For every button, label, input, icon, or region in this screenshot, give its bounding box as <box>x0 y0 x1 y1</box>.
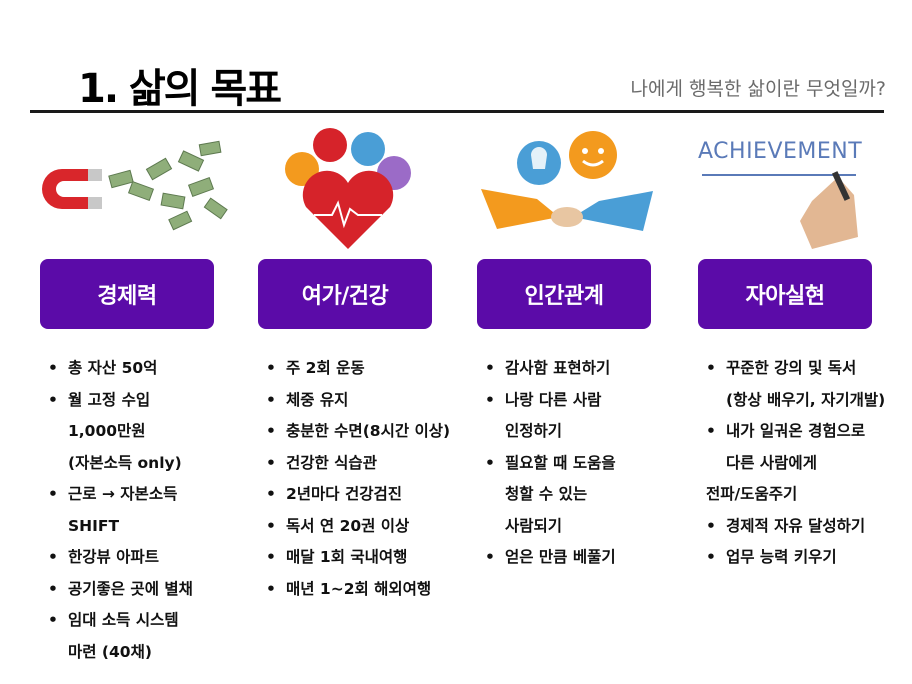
page-title: 1. 삶의 목표 <box>78 66 282 112</box>
list-item: 1,000만원 <box>68 422 146 440</box>
list-item: 체중 유지 <box>266 385 481 417</box>
list-item: 얻은 만큼 베풀기 <box>485 542 700 574</box>
economy-list: 총 자산 50억월 고정 수입 1,000만원 (자본소득 only) 근로 → 자본… <box>48 353 263 668</box>
list-item: 내가 일궈온 경험으로 <box>706 416 912 448</box>
list-item: 업무 능력 키우기 <box>706 542 912 574</box>
column-self-actualization: ACHIEVEMENT 자아실현 꾸준한 강의 및 독서(항상 배우기, 자기개… <box>688 125 898 573</box>
money-magnet-illustration <box>30 125 230 253</box>
health-heart-illustration <box>248 125 448 253</box>
list-item: 마련 (40채) <box>68 642 152 661</box>
list-item: 전파/도움주기 <box>706 485 798 503</box>
list-item: 나랑 다른 사람 <box>485 385 700 417</box>
list-item: 꾸준한 강의 및 독서 <box>706 353 912 385</box>
achievement-word: ACHIEVEMENT <box>698 139 863 164</box>
column-leisure-health: 여가/건강 주 2회 운동체중 유지충분한 수면(8시간 이상)건강한 식습관2… <box>248 125 458 605</box>
list-item: 임대 소득 시스템 <box>48 605 263 637</box>
list-item: 매년 1~2회 해외여행 <box>266 574 481 606</box>
category-self-actualization: 자아실현 <box>698 259 872 329</box>
list-item: 공기좋은 곳에 별채 <box>48 574 263 606</box>
category-leisure-health: 여가/건강 <box>258 259 432 329</box>
list-item: 근로 → 자본소득 <box>48 479 263 511</box>
list-item: 2년마다 건강검진 <box>266 479 481 511</box>
list-item: SHIFT <box>68 516 120 535</box>
list-item: (자본소득 only) <box>68 453 182 472</box>
handshake-icon <box>481 131 653 231</box>
list-item: 충분한 수면(8시간 이상) <box>266 416 481 448</box>
list-item: (항상 배우기, 자기개발) <box>726 390 886 409</box>
list-item: 월 고정 수입 <box>48 385 263 417</box>
list-item: 주 2회 운동 <box>266 353 481 385</box>
page-subtitle: 나에게 행복한 삶이란 무엇일까? <box>630 78 886 100</box>
list-item: 감사함 표현하기 <box>485 353 700 385</box>
list-item: 한강뷰 아파트 <box>48 542 263 574</box>
list-item: 매달 1회 국내여행 <box>266 542 481 574</box>
list-item: 인정하기 <box>505 422 563 440</box>
category-economy: 경제력 <box>40 259 214 329</box>
category-relationships: 인간관계 <box>477 259 651 329</box>
list-item: 독서 연 20권 이상 <box>266 511 481 543</box>
list-item: 사람되기 <box>505 516 563 535</box>
handshake-illustration <box>467 125 667 253</box>
column-economy: 경제력 총 자산 50억월 고정 수입1,000만원(자본소득 only)근로 … <box>30 125 240 661</box>
leisure-health-list: 주 2회 운동체중 유지충분한 수면(8시간 이상)건강한 식습관2년마다 건강… <box>266 353 481 605</box>
achievement-illustration: ACHIEVEMENT <box>688 125 888 253</box>
list-item: 경제적 자유 달성하기 <box>706 511 912 543</box>
list-item: 필요할 때 도움을 <box>485 448 700 480</box>
list-item: 다른 사람에게 <box>726 453 817 472</box>
magnet-money-icon <box>42 140 228 231</box>
title-divider <box>30 110 884 113</box>
writing-hand-icon <box>702 171 858 249</box>
list-item: 건강한 식습관 <box>266 448 481 480</box>
list-item: 청할 수 있는 <box>505 485 588 503</box>
heart-icon <box>285 128 411 249</box>
list-item: 총 자산 50억 <box>48 353 263 385</box>
